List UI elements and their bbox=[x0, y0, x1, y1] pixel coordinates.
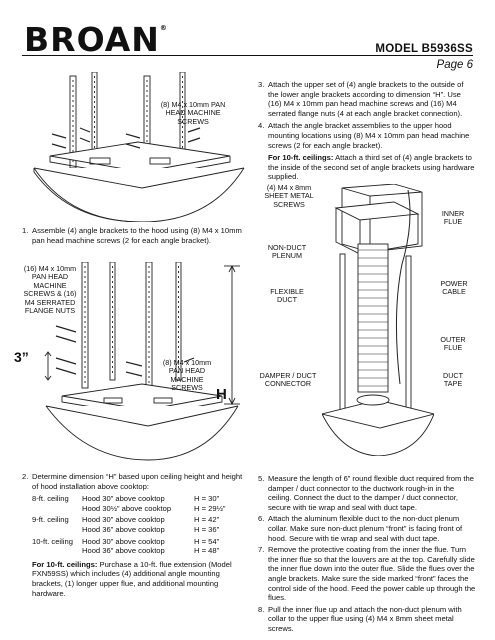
step-item: 5.Measure the length of 6” round flexibl… bbox=[258, 474, 474, 512]
fig3-outer-flue: OUTER FLUE bbox=[440, 335, 466, 353]
fig2-h-dimension: H bbox=[216, 386, 227, 403]
note-10ft-extension: For 10-ft. ceilings: Purchase a 10-ft. f… bbox=[32, 559, 232, 598]
fig2-nuts-label: (16) M4 x 10mm PAN HEAD MACHINE SCREWS &… bbox=[23, 264, 77, 316]
brand-logo: BROAN® bbox=[24, 20, 168, 59]
figure-hood-brackets bbox=[33, 72, 245, 222]
step-item: 6.Attach the aluminum flexible duct to t… bbox=[258, 514, 463, 543]
steps-5-8: 5.Measure the length of 6” round flexibl… bbox=[258, 474, 476, 634]
figure-duct-flue-assembly bbox=[322, 184, 434, 456]
step-1: 1. Assemble (4) angle brackets to the ho… bbox=[22, 226, 242, 245]
fig3-inner-flue: INNER FLUE bbox=[441, 209, 465, 227]
fig2-dim-3in: 3” bbox=[14, 349, 29, 365]
angle-bracket bbox=[91, 72, 98, 157]
fig3-damper: DAMPER / DUCT CONNECTOR bbox=[259, 371, 317, 389]
step-item: 7.Remove the protective coating from the… bbox=[258, 545, 476, 603]
note-10ft: For 10-ft. ceilings: Attach a third set … bbox=[268, 153, 475, 182]
fig3-sheet-screws: (4) M4 x 8mm SHEET METAL SCREWS bbox=[264, 183, 314, 209]
fig3-power-cable: POWER CABLE bbox=[440, 279, 468, 297]
step-item: 8.Pull the inner flue up and attach the … bbox=[258, 604, 462, 633]
fig3-flexible-duct: FLEXIBLE DUCT bbox=[270, 287, 304, 305]
fig2-screws-label: (8) M4 x 10mm PAN HEAD MACHINE SCREWS bbox=[162, 358, 212, 393]
fig1-screws-label: (8) M4 x 10mm PAN HEAD MACHINE SCREWS bbox=[160, 100, 226, 126]
model-number: MODEL B5936SS bbox=[375, 43, 473, 55]
fig3-duct-tape: DUCT TAPE bbox=[443, 371, 463, 389]
page-number: Page 6 bbox=[436, 59, 473, 71]
header-rule bbox=[22, 55, 473, 56]
figure-bracket-assembly bbox=[44, 262, 240, 461]
fig3-non-duct-plenum: NON-DUCT PLENUM bbox=[267, 243, 307, 261]
step-item: 4. Attach the angle bracket assemblies t… bbox=[258, 121, 470, 150]
step-2: 2. Determine dimension “H” based upon ce… bbox=[22, 472, 250, 598]
steps-3-4: 3. Attach the upper set of (4) angle bra… bbox=[258, 80, 476, 182]
step-item: 3. Attach the upper set of (4) angle bra… bbox=[258, 80, 464, 118]
